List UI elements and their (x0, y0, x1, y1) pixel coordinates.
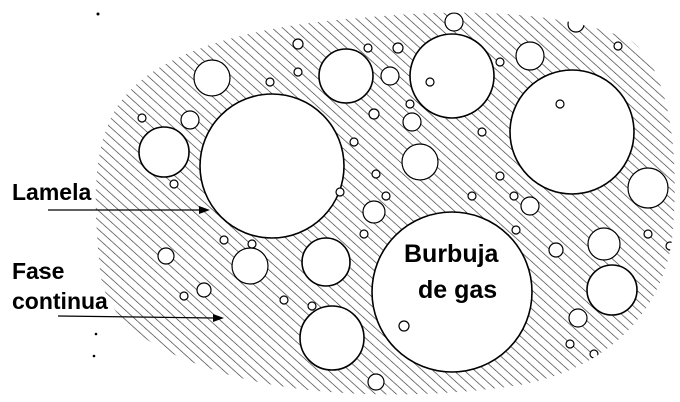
small-gas-bubble (589, 349, 599, 359)
small-gas-bubble (169, 179, 179, 189)
small-gas-bubble (368, 108, 380, 120)
small-gas-bubble (643, 229, 653, 239)
small-gas-bubble (555, 99, 565, 109)
small-gas-bubble (548, 242, 564, 258)
small-gas-bubble (335, 187, 345, 197)
gas-bubble (301, 237, 351, 287)
small-gas-bubble (367, 373, 385, 391)
small-gas-bubble (381, 191, 391, 201)
small-gas-bubble (247, 239, 257, 249)
gas-bubble (138, 126, 190, 178)
small-gas-bubble (467, 191, 477, 201)
gas-bubble (318, 48, 374, 104)
stray-specks (39, 12, 100, 358)
small-gas-bubble (265, 77, 275, 87)
small-gas-bubble (405, 99, 415, 109)
small-gas-bubble (565, 339, 575, 349)
small-gas-bubble (359, 229, 369, 239)
small-gas-bubble (509, 191, 519, 201)
small-gas-bubble (196, 282, 212, 298)
small-gas-bubble (665, 241, 675, 251)
small-gas-bubble (371, 169, 381, 179)
bubble-label-line2: de gas (418, 276, 497, 304)
gas-bubble (409, 33, 495, 119)
small-gas-bubble (425, 77, 435, 87)
fase-continua-arrow (57, 314, 224, 322)
gas-bubble (299, 305, 365, 371)
small-gas-bubble (231, 247, 269, 285)
small-gas-bubble (293, 67, 303, 77)
small-gas-bubble (444, 12, 464, 32)
gas-bubble (586, 264, 638, 316)
small-gas-bubble (511, 225, 521, 235)
small-gas-bubble (392, 42, 404, 54)
small-gas-bubble (568, 308, 588, 328)
small-gas-bubble (515, 41, 545, 71)
small-gas-bubble (219, 235, 229, 245)
small-gas-bubble (380, 66, 400, 86)
small-gas-bubble (401, 143, 439, 181)
gas-bubble (199, 93, 345, 239)
gas-bubbles (137, 12, 675, 391)
small-gas-bubble (307, 301, 317, 311)
small-gas-bubble (627, 167, 669, 209)
small-gas-bubble (349, 137, 359, 147)
small-gas-bubble (495, 57, 505, 67)
small-gas-bubble (179, 291, 189, 301)
lamela-label: Lamela (12, 179, 91, 205)
small-gas-bubble (402, 112, 422, 132)
small-gas-bubble (520, 196, 540, 216)
fase-label-line1: Fase (12, 258, 64, 284)
gas-bubble (509, 69, 635, 195)
small-gas-bubble (613, 41, 623, 51)
small-gas-bubble (495, 171, 505, 181)
small-gas-bubble (477, 127, 487, 137)
small-gas-bubble (398, 320, 410, 332)
gas-bubble (371, 211, 533, 373)
bubble-label-line1: Burbuja (404, 240, 500, 268)
small-gas-bubble (587, 227, 621, 261)
small-gas-bubble (362, 200, 386, 224)
small-gas-bubble (279, 295, 289, 305)
lamela-arrow (48, 206, 210, 214)
small-gas-bubble (292, 38, 304, 50)
fase-label-line2: continua (12, 288, 108, 314)
small-gas-bubble (157, 247, 175, 265)
small-gas-bubble (567, 15, 585, 33)
small-gas-bubble (137, 113, 147, 123)
small-gas-bubble (193, 59, 231, 97)
small-gas-bubble (180, 110, 200, 130)
small-gas-bubble (363, 43, 373, 53)
